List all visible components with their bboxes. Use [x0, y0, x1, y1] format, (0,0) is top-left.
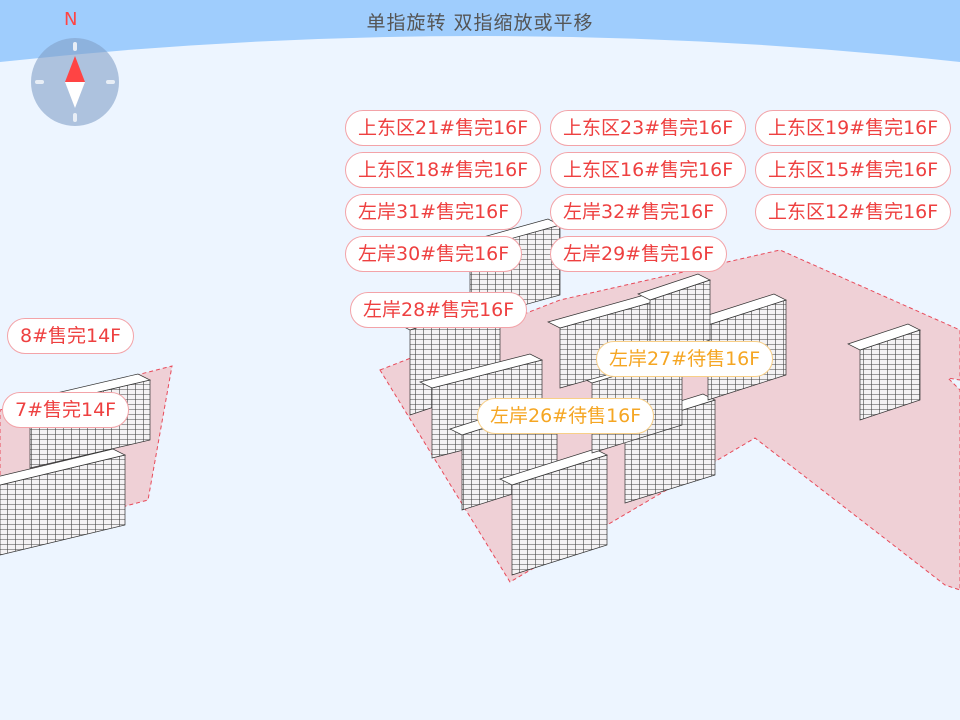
building-label[interactable]: 左岸32#售完16F: [550, 194, 728, 230]
building-label[interactable]: 左岸31#售完16F: [345, 194, 523, 230]
compass-tick-n: [73, 42, 77, 51]
compass-tick-w: [35, 80, 44, 84]
building[interactable]: [499, 448, 608, 576]
compass-button[interactable]: [31, 38, 119, 126]
gesture-hint: 单指旋转 双指缩放或平移: [366, 12, 594, 34]
building-label[interactable]: 上东区15#售完16F: [755, 152, 952, 188]
sky: [0, 0, 960, 62]
building-label[interactable]: 左岸28#售完16F: [350, 292, 528, 328]
building-label[interactable]: 左岸29#售完16F: [550, 236, 728, 272]
building[interactable]: [0, 448, 127, 556]
building-label[interactable]: 上东区19#售完16F: [755, 110, 952, 146]
compass-tick-s: [73, 113, 77, 122]
building-label[interactable]: 上东区21#售完16F: [345, 110, 542, 146]
building-label[interactable]: 7#售完14F: [2, 392, 130, 428]
building[interactable]: [637, 273, 711, 361]
building-label[interactable]: 上东区16#售完16F: [550, 152, 747, 188]
building-label[interactable]: 左岸27#待售16F: [596, 341, 774, 377]
building-label[interactable]: 上东区18#售完16F: [345, 152, 542, 188]
building-label[interactable]: 左岸26#待售16F: [477, 398, 655, 434]
building-label[interactable]: 左岸30#售完16F: [345, 236, 523, 272]
north-label: N: [64, 9, 78, 30]
compass-needle-icon: [65, 56, 85, 108]
building-label[interactable]: 上东区23#售完16F: [550, 110, 747, 146]
building-label[interactable]: 8#售完14F: [7, 318, 135, 354]
building-label[interactable]: 上东区12#售完16F: [755, 194, 952, 230]
building[interactable]: [847, 323, 921, 421]
compass-tick-e: [106, 80, 115, 84]
